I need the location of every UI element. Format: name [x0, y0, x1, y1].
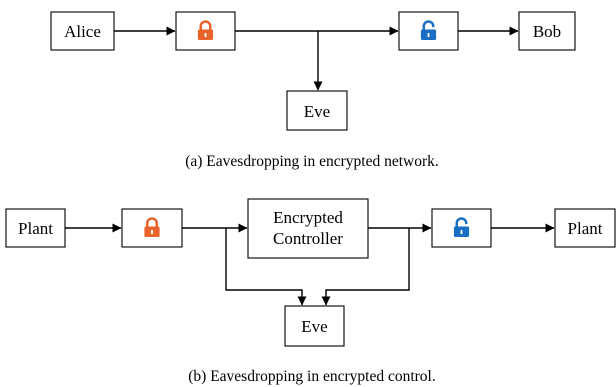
alice-label: Alice: [64, 22, 101, 41]
alice-node: Alice: [50, 11, 115, 51]
controller-label-line1: Encrypted: [273, 208, 343, 227]
eve-node-b: Eve: [284, 305, 345, 347]
decrypt-node-b: [431, 208, 492, 248]
plant-output-node: Plant: [554, 208, 616, 248]
eve-label-b: Eve: [301, 317, 327, 336]
eve-node-a: Eve: [286, 90, 348, 131]
eve-label-a: Eve: [304, 102, 330, 121]
bob-label: Bob: [533, 22, 561, 41]
plant-output-label: Plant: [568, 219, 603, 238]
panel-b: Plant Encrypted Controller Plant Eve: [5, 198, 616, 385]
encrypt-node: [175, 11, 236, 51]
encrypted-controller-node: Encrypted Controller: [247, 198, 369, 259]
edge-encrypted-output-to-eve: [321, 228, 410, 306]
panel-a: Alice Bob Eve (a) Eavesdropping in encry…: [50, 11, 576, 170]
controller-label-line2: Controller: [273, 229, 343, 248]
plant-input-node: Plant: [5, 208, 66, 248]
caption-b: (b) Eavesdropping in encrypted control.: [188, 368, 436, 385]
edge-encrypted-input-to-eve: [225, 228, 307, 306]
decrypt-node: [398, 11, 459, 51]
plant-input-label: Plant: [18, 219, 53, 238]
caption-a: (a) Eavesdropping in encrypted network.: [185, 153, 439, 170]
bob-node: Bob: [518, 11, 576, 51]
encrypt-node-b: [121, 208, 183, 248]
